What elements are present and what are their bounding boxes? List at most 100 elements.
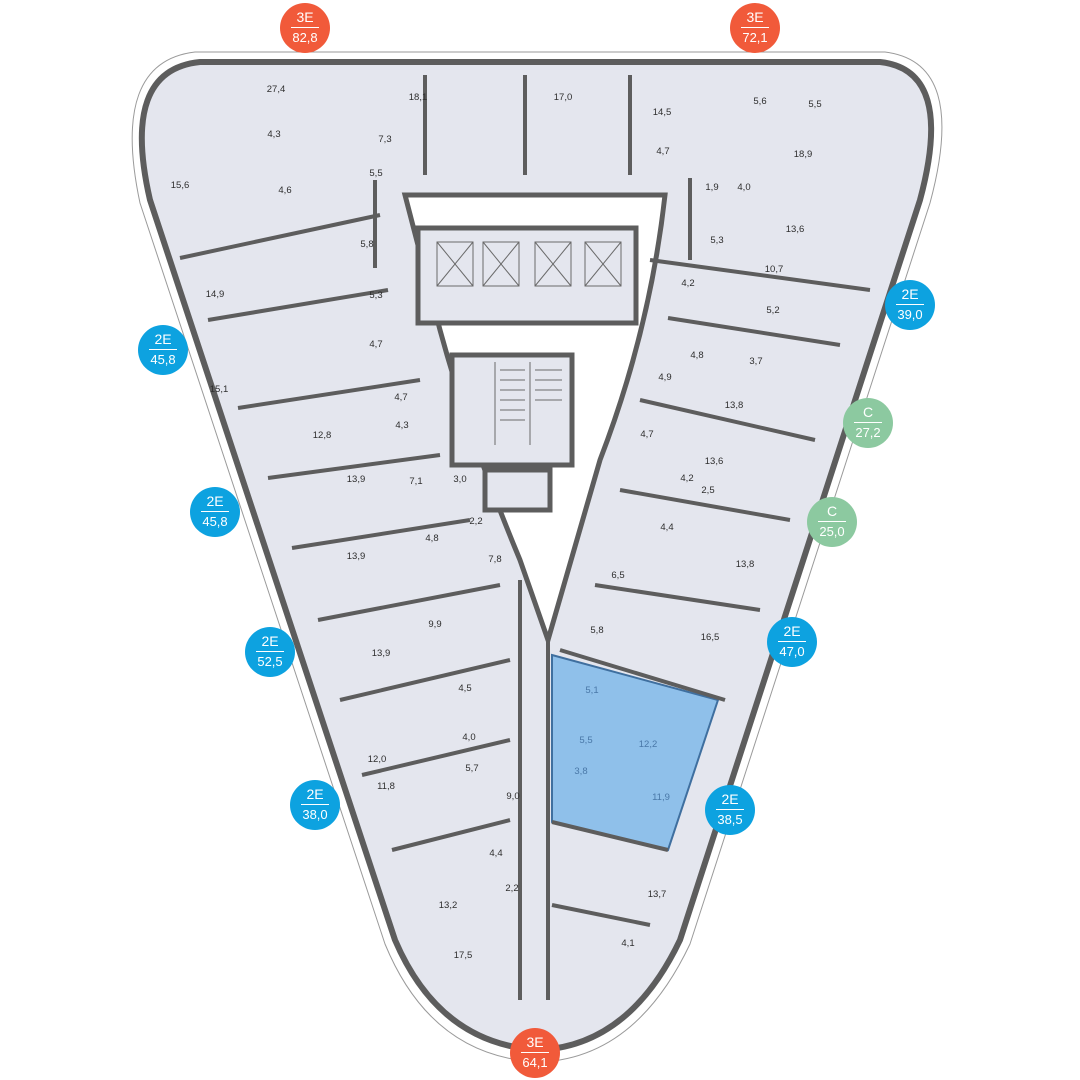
apartment-badge[interactable]: 2Е 52,5 (245, 627, 295, 677)
room-area-label: 4,8 (690, 350, 703, 361)
room-area-label: 7,1 (409, 476, 422, 487)
apartment-area: 27,2 (855, 425, 881, 440)
room-area-label: 4,4 (489, 848, 502, 859)
room-area-label: 4,4 (660, 522, 673, 533)
apartment-area: 52,5 (257, 654, 283, 669)
room-area-label: 4,7 (656, 146, 669, 157)
apartment-badge[interactable]: 2Е 45,8 (138, 325, 188, 375)
badge-divider (896, 304, 924, 305)
room-area-label: 4,1 (621, 938, 634, 949)
room-area-label: 1,9 (705, 182, 718, 193)
badge-divider (201, 511, 229, 512)
room-area-label: 9,0 (506, 791, 519, 802)
apartment-badge[interactable]: 2Е 38,0 (290, 780, 340, 830)
room-area-label: 10,7 (765, 264, 784, 275)
room-area-label: 9,9 (428, 619, 441, 630)
room-area-label: 13,8 (736, 559, 755, 570)
room-area-label: 4,7 (394, 392, 407, 403)
apartment-walls (179, 75, 871, 1000)
room-area-label: 4,7 (369, 339, 382, 350)
apartment-badge[interactable]: 2Е 45,8 (190, 487, 240, 537)
badge-divider (741, 27, 769, 28)
badge-divider (854, 422, 882, 423)
room-area-label: 5,5 (369, 168, 382, 179)
apartment-area: 45,8 (150, 352, 176, 367)
apartment-badge[interactable]: 3Е 82,8 (280, 3, 330, 53)
apartment-badge[interactable]: С 25,0 (807, 497, 857, 547)
room-area-label: 27,4 (267, 84, 286, 95)
room-area-label: 14,9 (206, 289, 225, 300)
room-area-label: 2,5 (701, 485, 714, 496)
badge-divider (778, 641, 806, 642)
room-area-label: 4,0 (737, 182, 750, 193)
badge-divider (301, 804, 329, 805)
apartment-type: 3Е (296, 9, 314, 25)
room-area-label: 4,5 (458, 683, 471, 694)
apartment-area: 38,0 (302, 807, 328, 822)
apartment-area: 25,0 (819, 524, 845, 539)
apartment-type: 2Е (154, 331, 172, 347)
elevator-core (415, 225, 639, 513)
room-area-label: 5,1 (585, 685, 598, 696)
apartment-type: 2Е (261, 633, 279, 649)
apartment-badge[interactable]: 2Е 38,5 (705, 785, 755, 835)
apartment-area: 39,0 (897, 307, 923, 322)
room-area-label: 4,2 (680, 473, 693, 484)
room-area-label: 5,3 (369, 290, 382, 301)
room-area-label: 5,5 (808, 99, 821, 110)
room-area-label: 5,8 (590, 625, 603, 636)
room-area-label: 4,9 (658, 372, 671, 383)
room-area-label: 15,6 (171, 180, 190, 191)
room-area-label: 3,8 (574, 766, 587, 777)
apartment-type: 2Е (901, 286, 919, 302)
room-area-label: 2,2 (505, 883, 518, 894)
room-area-label: 15,1 (210, 384, 229, 395)
room-area-label: 2,2 (469, 516, 482, 527)
room-area-label: 14,5 (653, 107, 672, 118)
apartment-type: 2Е (721, 791, 739, 807)
room-area-label: 5,6 (753, 96, 766, 107)
apartment-type: С (862, 404, 874, 420)
room-area-label: 11,9 (652, 792, 670, 803)
room-area-label: 12,0 (368, 754, 387, 765)
room-area-label: 11,8 (377, 781, 395, 792)
room-area-label: 7,8 (488, 554, 501, 565)
apartment-type: С (826, 503, 838, 519)
apartment-type: 2Е (206, 493, 224, 509)
room-area-label: 13,6 (705, 456, 724, 467)
room-area-label: 13,6 (786, 224, 805, 235)
room-area-label: 13,7 (648, 889, 667, 900)
room-area-label: 12,8 (313, 430, 332, 441)
apartment-type: 2Е (783, 623, 801, 639)
room-area-label: 18,9 (794, 149, 813, 160)
room-area-label: 6,5 (611, 570, 624, 581)
room-area-label: 4,2 (681, 278, 694, 289)
badge-divider (716, 809, 744, 810)
room-area-label: 13,2 (439, 900, 458, 911)
badge-divider (818, 521, 846, 522)
room-area-label: 17,5 (454, 950, 473, 961)
apartment-badge[interactable]: С 27,2 (843, 398, 893, 448)
room-area-label: 5,2 (766, 305, 779, 316)
room-area-label: 13,9 (347, 551, 366, 562)
apartment-area: 45,8 (202, 514, 228, 529)
room-area-label: 13,9 (347, 474, 366, 485)
room-area-label: 4,3 (395, 420, 408, 431)
room-area-label: 4,8 (425, 533, 438, 544)
apartment-type: 2Е (306, 786, 324, 802)
apartment-area: 38,5 (717, 812, 743, 827)
apartment-badge[interactable]: 2Е 39,0 (885, 280, 935, 330)
room-area-label: 17,0 (554, 92, 573, 103)
room-area-label: 3,7 (749, 356, 762, 367)
room-area-label: 5,3 (710, 235, 723, 246)
badge-divider (256, 651, 284, 652)
room-area-label: 3,0 (453, 474, 466, 485)
room-area-label: 13,8 (725, 400, 744, 411)
apartment-area: 82,8 (292, 30, 318, 45)
room-area-label: 18,1 (409, 92, 428, 103)
